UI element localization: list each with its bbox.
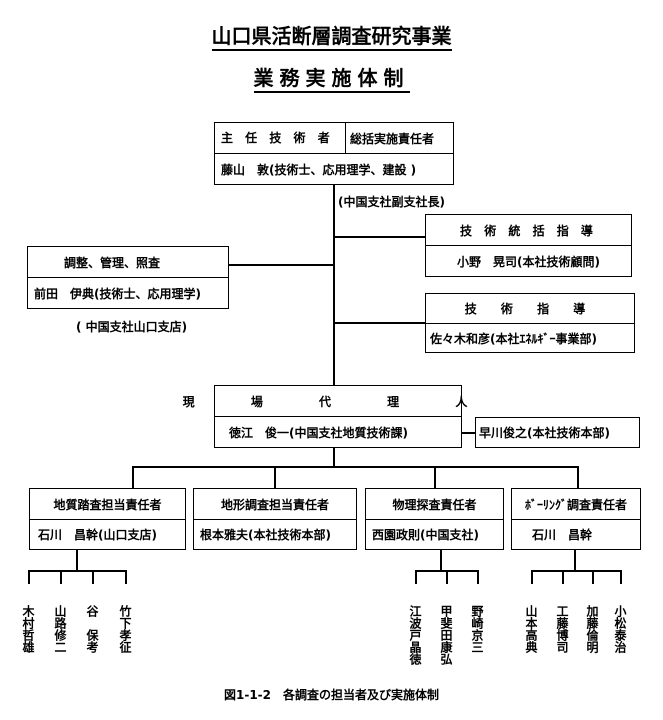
team-leader-name: 西園政則(中国支社) (372, 528, 479, 542)
member-name: 小松泰治 (613, 605, 627, 653)
member-name: 山本高典 (524, 605, 538, 653)
connector-coordination (228, 264, 334, 266)
site-sub-name: 早川俊之(本社技術本部) (479, 425, 610, 440)
team-drop-3 (434, 466, 436, 488)
figure-caption: 図1-1-2 各調査の担当者及び実施体制 (223, 688, 439, 702)
team-drop-1 (132, 466, 134, 488)
team-role: 地形調査担当責任者 (194, 489, 356, 520)
members-1-bar (28, 570, 126, 572)
member-name: 木村哲雄 (21, 605, 35, 653)
tech-guidance-role: 技 術 指 導 (426, 294, 634, 324)
site-agent-box: 現 場 代 理 人 徳江 俊一(中国支社地質技術課) (183, 385, 467, 448)
members-1-tick-1 (28, 570, 30, 584)
members-3-tick-3 (477, 570, 479, 584)
members-4-tick-4 (620, 570, 622, 584)
site-sub-box: 早川俊之(本社技術本部) (475, 417, 640, 448)
tech-guidance-box: 技 術 指 導 佐々木和彦(本社ｴﾈﾙｷﾞｰ事業部) (425, 293, 635, 353)
member-name: 工藤博司 (555, 605, 569, 653)
main-spine (333, 185, 335, 385)
team-role: ﾎﾞｰﾘﾝｸﾞ調査責任者 (512, 489, 640, 520)
members-4-tick-1 (531, 570, 533, 584)
connector-tech-guidance (333, 322, 425, 324)
team-drop-4 (577, 466, 579, 488)
tech-general-box: 技 術 統 括 指 導 小野 晃司(本社技術顧問) (425, 214, 632, 277)
tech-general-role: 技 術 統 括 指 導 (426, 215, 631, 246)
diagram-subtitle: 業務実施体制 (0, 62, 663, 93)
site-agent-name: 徳江 俊一(中国支社地質技術課) (229, 425, 408, 440)
team-role: 物理探査責任者 (366, 489, 503, 520)
team-box-geology: 地質踏査担当責任者 石川 昌幹(山口支店) (29, 488, 186, 550)
chief-name: 藤山 敦(技術士、応用理学、建設 ) (221, 162, 417, 177)
team-box-boring: ﾎﾞｰﾘﾝｸﾞ調査責任者 石川 昌幹 (511, 488, 641, 550)
team-leader-name: 石川 昌幹 (532, 528, 593, 542)
team-leader-name: 石川 昌幹(山口支店) (38, 528, 157, 542)
member-name: 山路修二 (53, 605, 67, 653)
team-drop-2 (274, 466, 276, 488)
tech-general-name: 小野 晃司(本社技術顧問) (457, 254, 600, 269)
team-role: 地質踏査担当責任者 (30, 489, 185, 520)
team-bus (132, 466, 578, 468)
chief-engineer-box: 主 任 技 術 者 総括実施責任者 藤山 敦(技術士、応用理学、建設 ) (214, 122, 454, 185)
coordination-role: 調整、管理、照査 (28, 247, 228, 278)
coordination-name: 前田 伊典(技術士、応用理学) (34, 286, 201, 301)
members-3-tick-2 (446, 570, 448, 584)
member-name: 加藤倫明 (585, 605, 599, 653)
members-1-stem (76, 550, 78, 570)
connector-tech-general (333, 236, 425, 238)
members-4-tick-3 (592, 570, 594, 584)
chief-role-primary: 主 任 技 術 者 (215, 123, 346, 153)
members-1-tick-2 (60, 570, 62, 584)
team-box-geophysics: 物理探査責任者 西園政則(中国支社) (365, 488, 504, 550)
chief-affiliation: (中国支社副支社長) (338, 195, 445, 209)
members-4-stem (574, 550, 576, 570)
member-name: 甲斐田康弘 (439, 605, 453, 665)
site-agent-role: 現 場 代 理 人 (183, 386, 467, 417)
members-4-tick-2 (562, 570, 564, 584)
member-name: 谷 保考 (85, 605, 99, 653)
members-1-tick-4 (125, 570, 127, 584)
connector-site-sub (461, 432, 475, 434)
member-name: 江波戸晶徳 (408, 605, 422, 665)
members-3-stem (440, 550, 442, 570)
connector-site-down (333, 448, 335, 466)
member-name: 野崎京三 (470, 605, 484, 653)
members-1-tick-3 (92, 570, 94, 584)
team-box-topography: 地形調査担当責任者 根本雅夫(本社技術本部) (193, 488, 357, 550)
chief-role-secondary: 総括実施責任者 (350, 131, 435, 146)
team-leader-name: 根本雅夫(本社技術本部) (200, 528, 331, 542)
members-3-tick-1 (415, 570, 417, 584)
diagram-title: 山口県活断層調査研究事業 (0, 20, 663, 51)
tech-guidance-name: 佐々木和彦(本社ｴﾈﾙｷﾞｰ事業部) (430, 331, 597, 346)
members-4-bar (531, 570, 621, 572)
coordination-box: 調整、管理、照査 前田 伊典(技術士、応用理学) (27, 246, 229, 309)
coordination-affiliation: ( 中国支社山口支店) (76, 320, 188, 334)
member-name: 竹下孝征 (118, 605, 132, 653)
